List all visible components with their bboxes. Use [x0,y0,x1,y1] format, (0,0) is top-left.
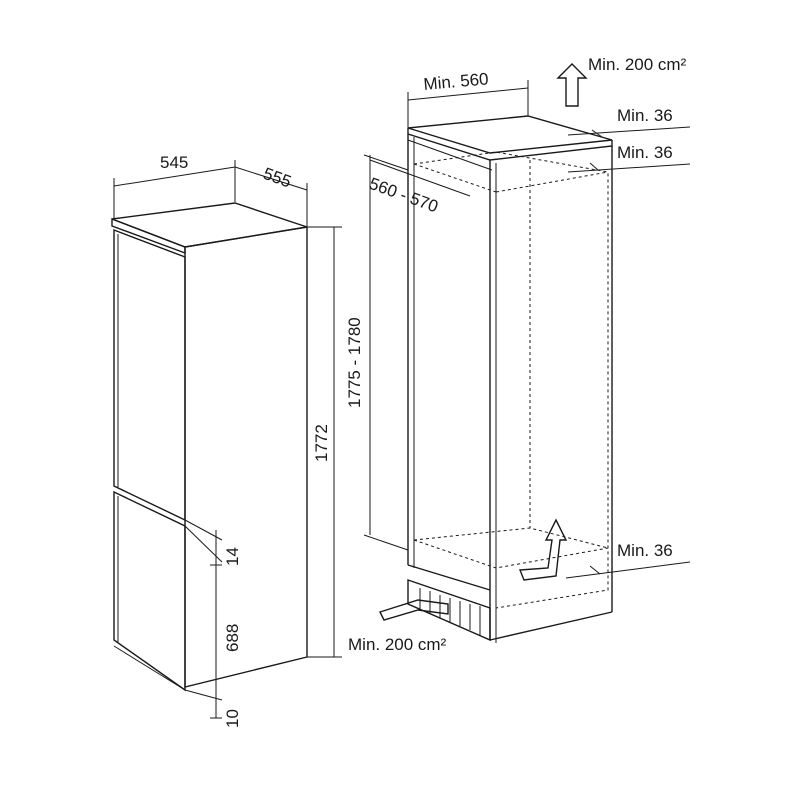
fridge-drawing [111,202,308,692]
door-gap-label: 14 [223,547,242,566]
fridge-height-label: 1772 [312,424,331,462]
top-airflow-arrow [556,63,588,107]
fridge-depth-label: 555 [261,164,294,192]
top-vent-label: Min. 200 cm² [588,55,687,74]
bottom-gap-label-niche: Min. 36 [617,541,673,560]
upper-door [113,228,186,522]
inner-airflow-arrow [518,518,568,581]
niche-depth-label: 560 - 570 [367,174,441,216]
bottom-inflow-arrow [379,599,449,621]
niche-floor-edge [407,564,491,591]
bottom-vent-label: Min. 200 cm² [348,635,447,654]
fridge-side [184,226,308,688]
niche-drawing [407,115,613,643]
fridge-width-label: 545 [160,153,188,172]
niche-dimensions [363,80,691,579]
lower-door-bottom [113,645,186,691]
niche-top-slab-edge [407,128,613,161]
top-gap-2-label: Min. 36 [617,143,673,162]
niche-height-label: 1775 - 1780 [345,317,364,408]
lower-door-label: 688 [223,624,242,652]
top-gap-1-label: Min. 36 [617,106,673,125]
niche-base-front [489,611,613,641]
fridge-dimensions [113,160,342,719]
fridge-front-strip [111,217,186,255]
niche-width-label: Min. 560 [423,69,490,94]
bottom-gap-label: 10 [223,709,242,728]
lower-door [113,490,186,692]
base-vent-grille [407,579,491,642]
